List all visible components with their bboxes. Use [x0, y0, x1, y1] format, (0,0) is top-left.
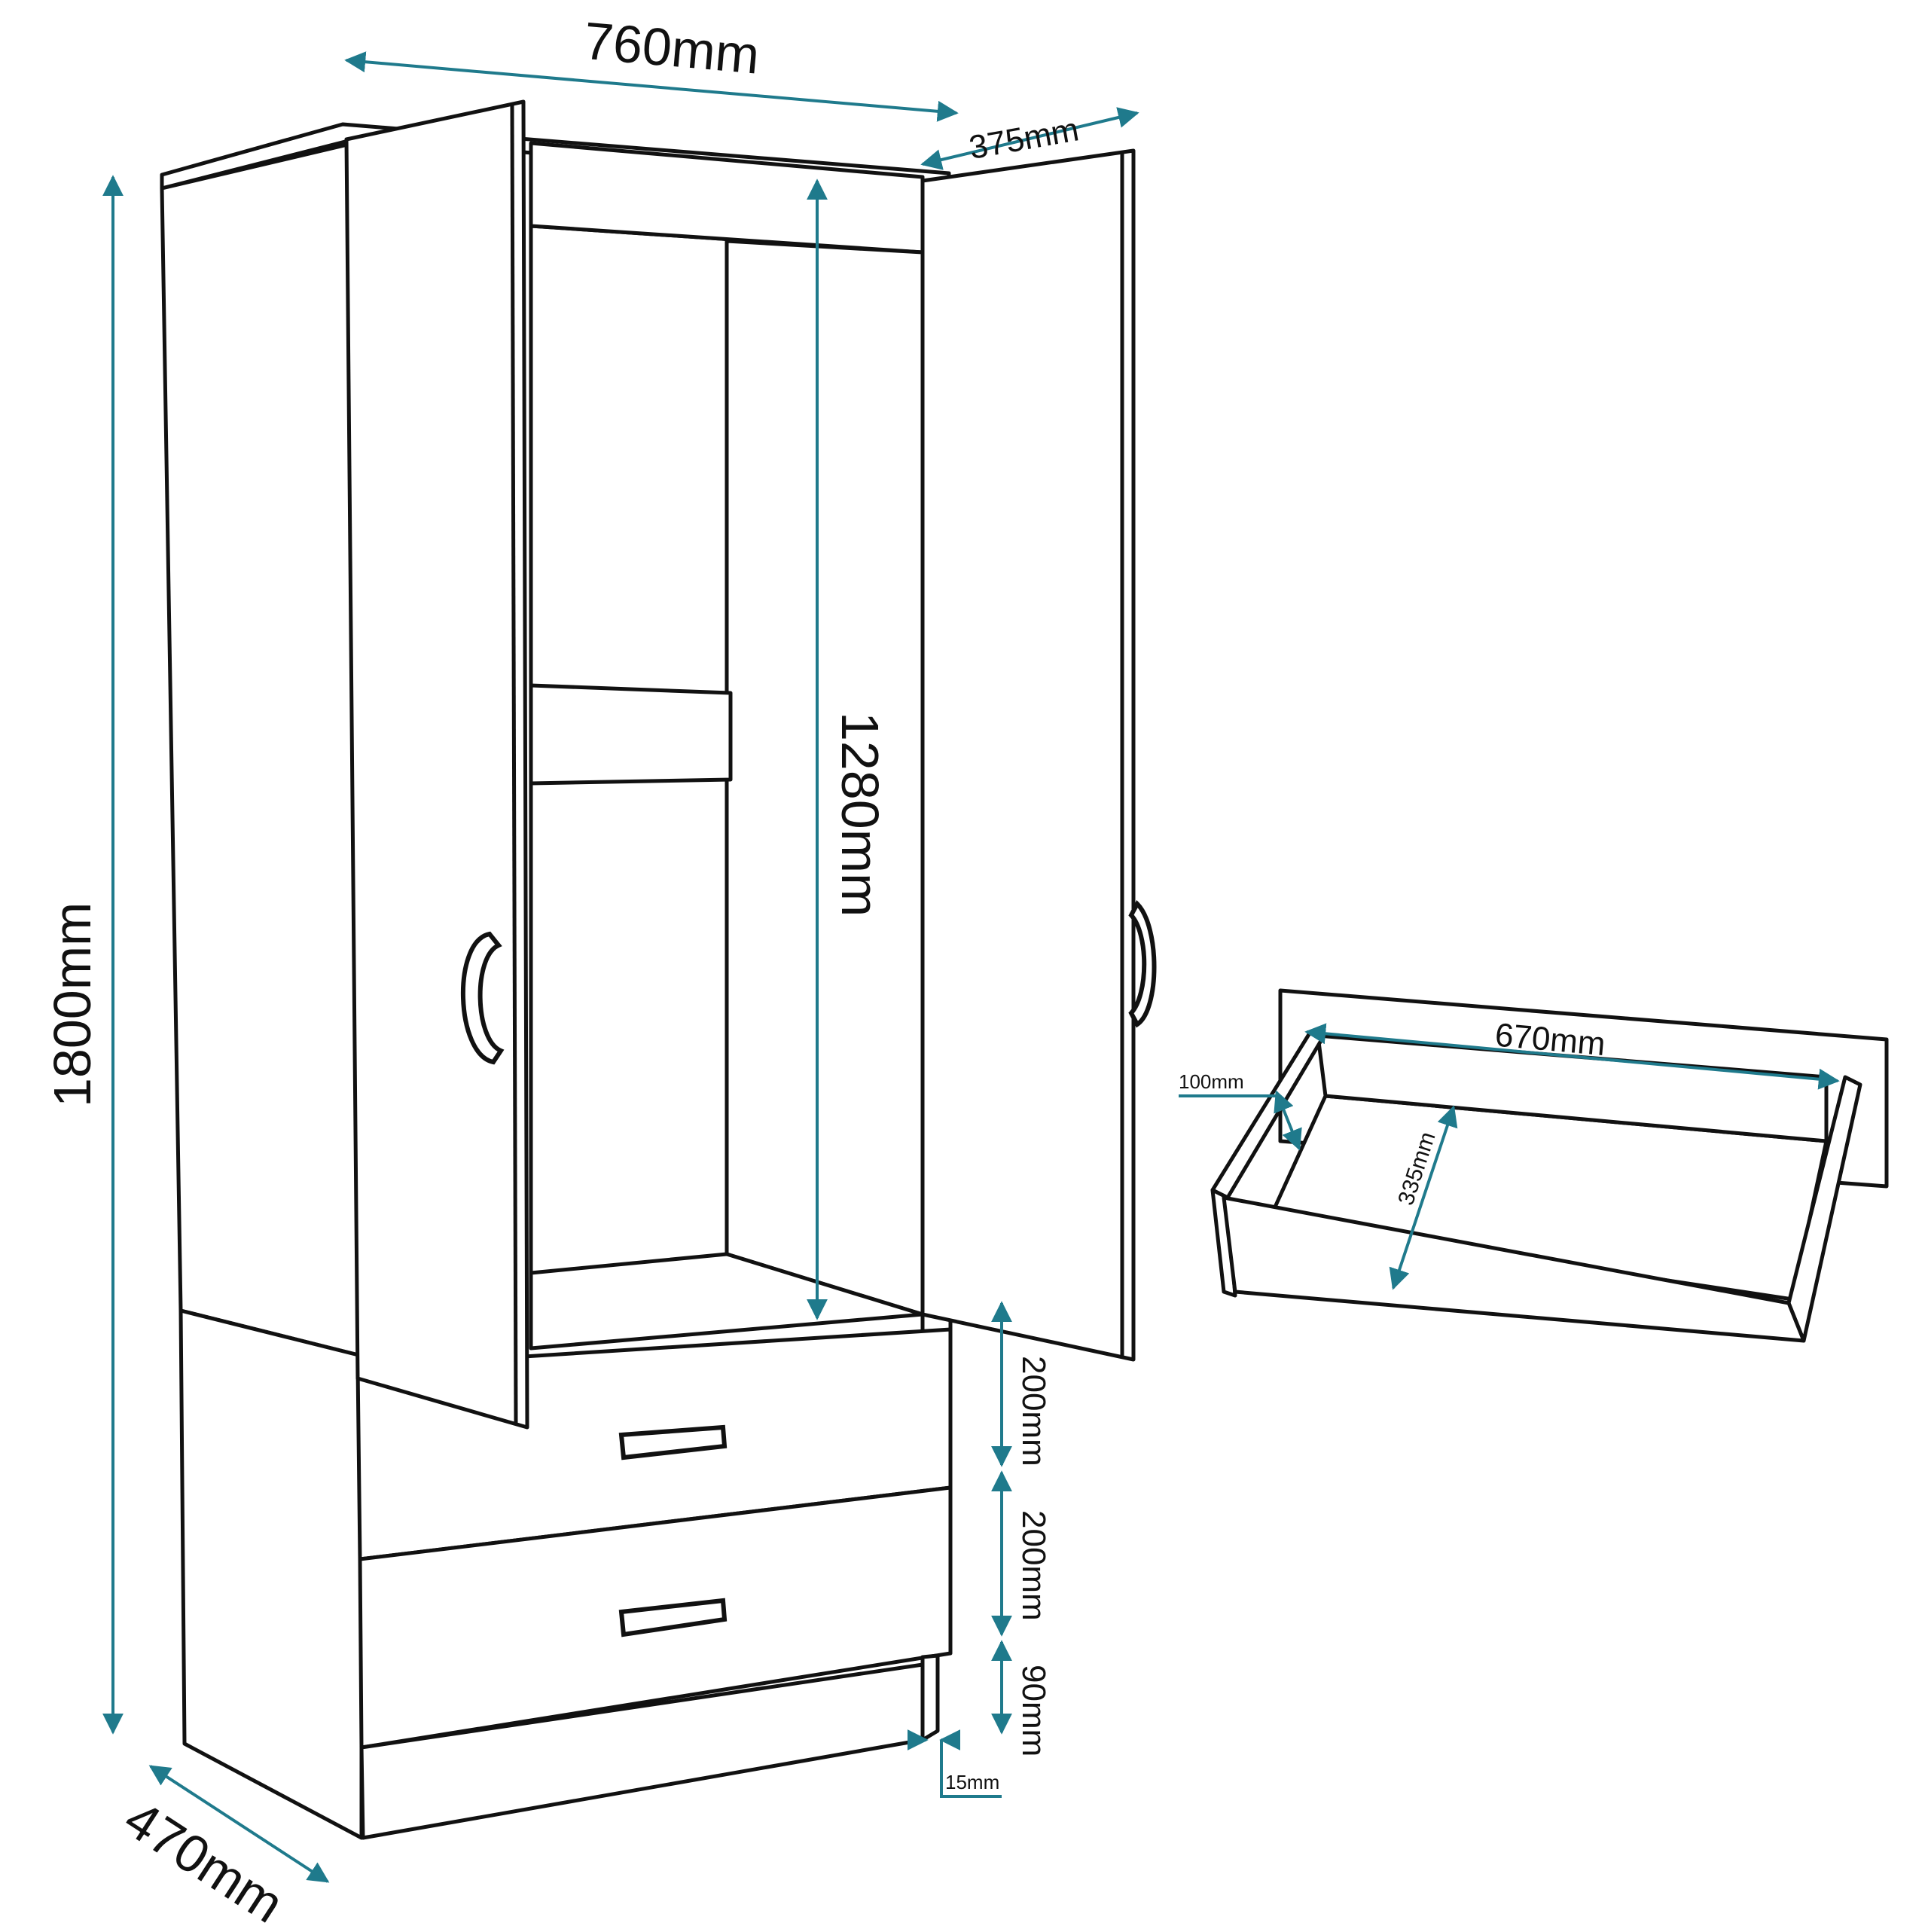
wardrobe [160, 99, 1136, 1840]
label-height: 1800mm [43, 902, 102, 1107]
left-door-handle [461, 931, 505, 1065]
wardrobe-inner-right-wall [725, 239, 925, 1317]
label-hanging-height: 1280mm [831, 712, 889, 917]
right-door-handle [1128, 900, 1157, 1028]
label-base-depth: 470mm [114, 1789, 294, 1928]
wardrobe-lower-left-side [178, 1308, 364, 1840]
dim-line-width [344, 51, 959, 122]
plinth-inset [920, 1653, 940, 1742]
dim-line-drawer-depth [1389, 1105, 1458, 1290]
dimension-lines [102, 51, 1840, 1883]
label-depth: 375mm [966, 111, 1081, 166]
dim-line-depth [920, 107, 1139, 170]
dim-line-drawer-width [1304, 1023, 1840, 1090]
drawer-1-handle [618, 1424, 728, 1460]
drawer-2-handle [618, 1598, 728, 1637]
wardrobe-left-side [160, 141, 364, 1358]
left-door-edge [510, 105, 518, 1424]
label-drawer-1: 200mm [1015, 1356, 1052, 1467]
drawer-detail-bottom-front [1222, 1195, 1806, 1343]
label-plinth-inset: 15mm [945, 1771, 999, 1793]
label-width: 760mm [581, 11, 761, 85]
right-door [920, 148, 1136, 1362]
dim-line-base-depth [148, 1765, 330, 1883]
drawer-detail-left-top [1210, 1188, 1237, 1298]
left-door [344, 99, 529, 1430]
label-plinth: 90mm [1015, 1665, 1052, 1757]
dim-line-drawer-inner-height [1274, 1090, 1302, 1151]
label-drawer-2: 200mm [1015, 1510, 1052, 1621]
hanging-rail [529, 683, 733, 786]
dim-leader-plinth-inset [940, 1740, 1002, 1798]
label-drawer-inner-height: 100mm [1179, 1070, 1244, 1093]
handles [461, 900, 1157, 1637]
